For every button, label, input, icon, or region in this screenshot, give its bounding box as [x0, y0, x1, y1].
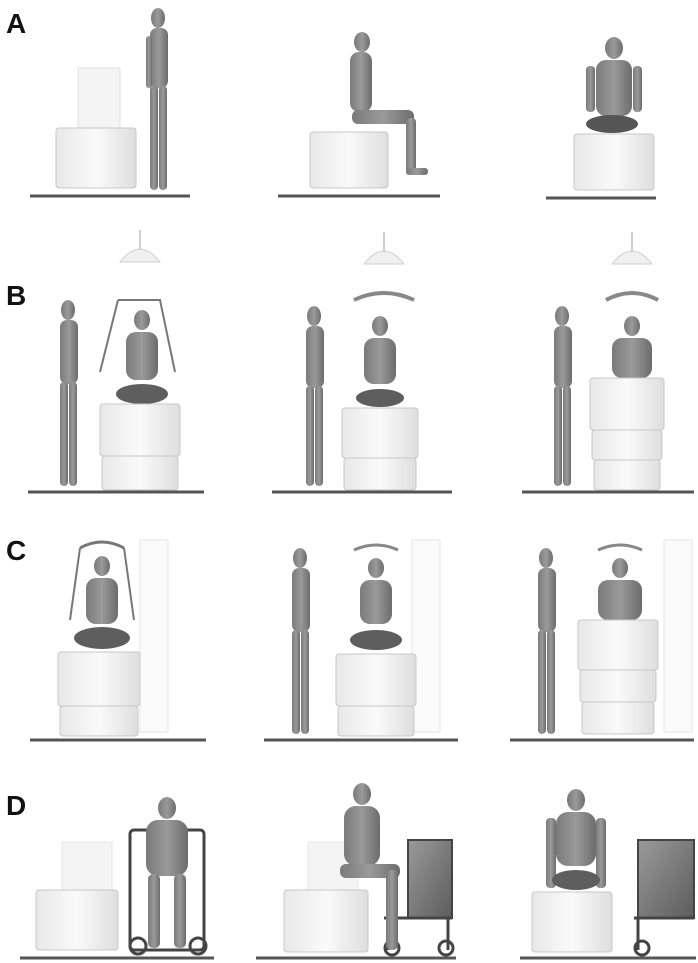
overhead-dome	[120, 249, 160, 262]
wheelchair	[634, 918, 694, 955]
overhead-dome	[364, 251, 404, 264]
standing-figure	[60, 300, 78, 486]
standing-figure	[292, 548, 310, 734]
harness-bar	[606, 293, 658, 300]
wheelchair-back-panel	[408, 840, 452, 918]
scanner-base	[56, 128, 136, 188]
wheelchair-back-panel	[638, 840, 694, 918]
overhead-dome	[612, 251, 652, 264]
standing-figure	[306, 306, 324, 486]
wheelchair-figure	[146, 797, 188, 948]
harness-bar	[354, 545, 398, 550]
row-b-panel-3	[522, 232, 694, 492]
scanner-base	[100, 404, 180, 456]
scanner-base	[578, 620, 658, 670]
harness-bar	[598, 545, 642, 550]
row-d-panel-1	[20, 797, 214, 958]
side-panel	[664, 540, 692, 732]
row-a-panel-1	[30, 8, 190, 196]
row-d-panel-2	[256, 783, 456, 958]
standing-figure	[538, 548, 556, 734]
front-figure	[598, 558, 642, 620]
scanner-base	[532, 892, 612, 952]
front-figure	[612, 316, 652, 378]
kneeling-figure	[350, 558, 402, 650]
side-panel	[140, 540, 168, 732]
front-seated-figure	[586, 37, 642, 133]
row-a-panel-2	[278, 32, 440, 196]
scanner-base	[284, 890, 368, 952]
kneeling-figure	[356, 316, 404, 407]
seat-back	[78, 68, 120, 128]
row-a-panel-3	[546, 37, 656, 198]
scanner-base	[310, 132, 388, 188]
scanner-base	[336, 654, 416, 706]
row-c-panel-2	[264, 540, 458, 740]
row-c-panel-3	[510, 540, 694, 740]
standing-figure	[554, 306, 572, 486]
scanner-base	[342, 408, 418, 458]
row-b-panel-2	[272, 232, 452, 492]
harness-bar	[80, 542, 124, 548]
standing-figure	[146, 8, 168, 190]
kneeling-figure	[116, 310, 168, 404]
scanner-base	[574, 134, 654, 190]
row-c-panel-1	[30, 540, 206, 740]
scanner-base	[590, 378, 664, 430]
row-d-panel-3	[520, 789, 696, 958]
scanner-base	[58, 652, 140, 706]
kneeling-figure	[74, 556, 130, 649]
row-b-panel-1	[28, 230, 204, 492]
scanner-base	[36, 890, 118, 950]
front-seated-figure	[546, 789, 606, 890]
harness-bar	[354, 293, 414, 300]
seat-back	[62, 842, 112, 890]
